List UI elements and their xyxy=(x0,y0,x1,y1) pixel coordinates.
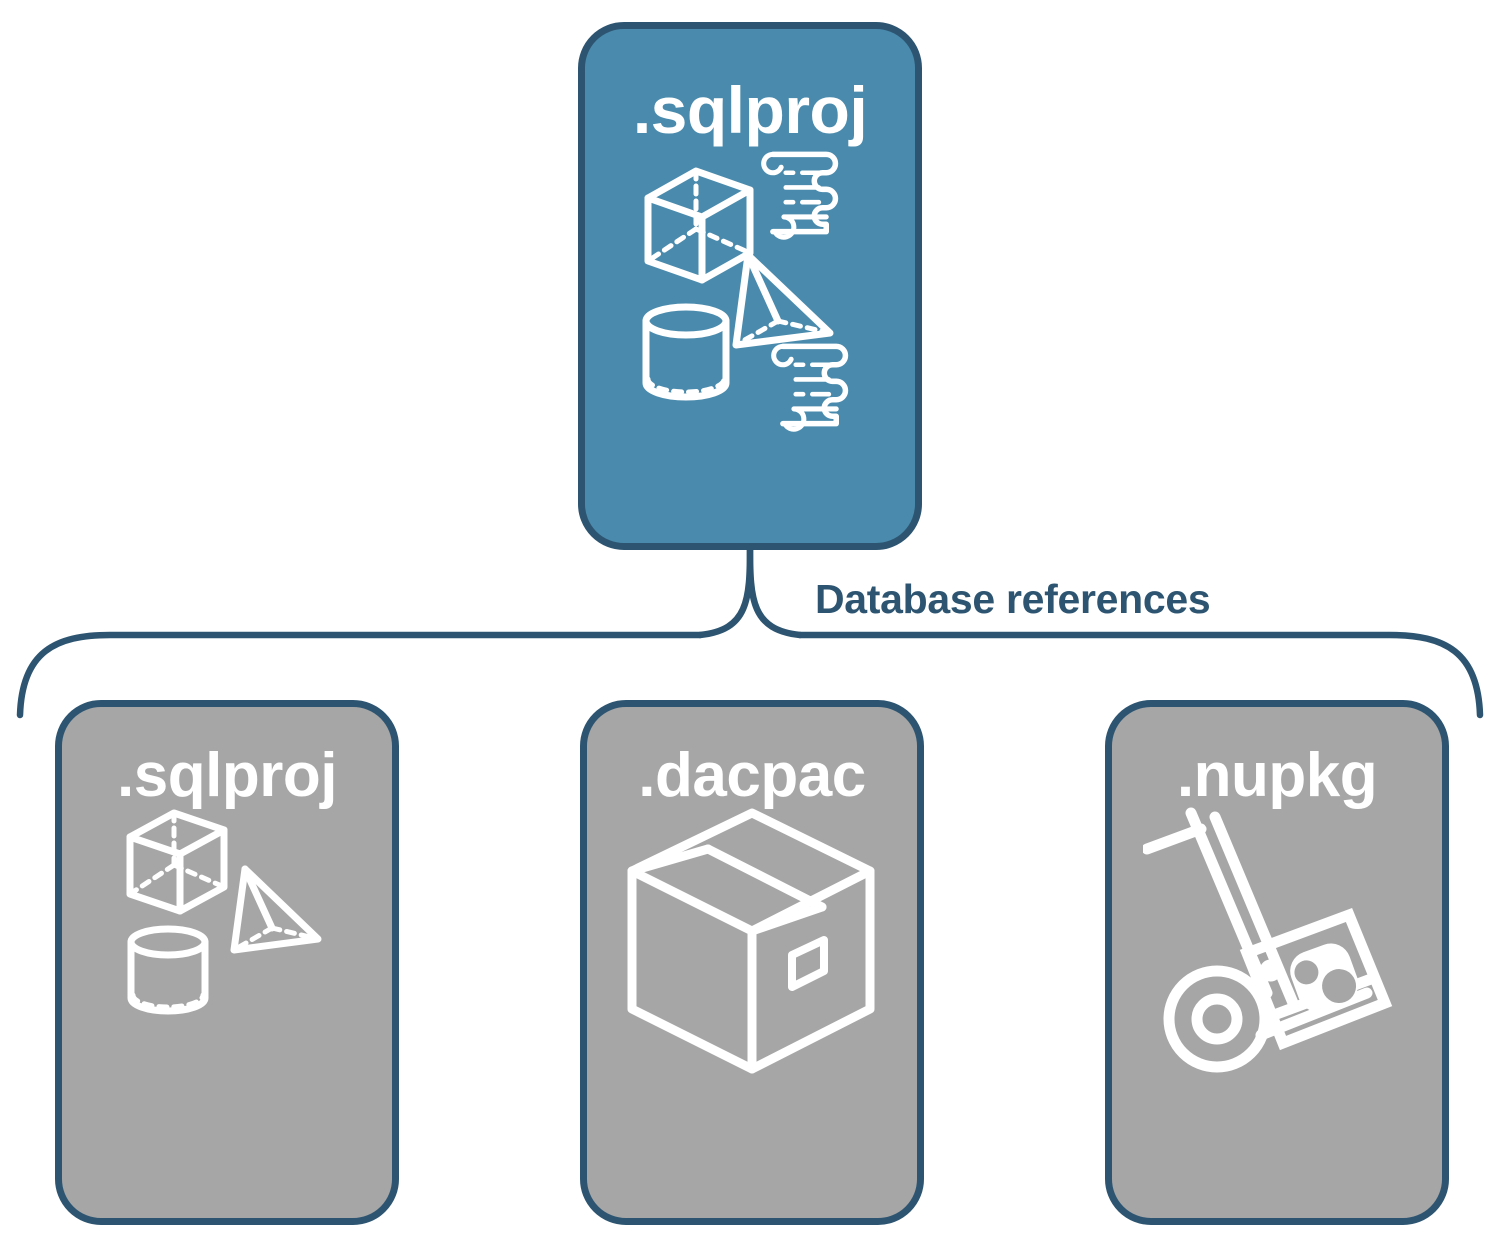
hand-truck-icon xyxy=(1143,807,1377,1073)
scroll-icon xyxy=(771,343,849,432)
node-child-dacpac-artwork xyxy=(587,807,917,1218)
cube-wireframe-icon xyxy=(644,167,754,284)
node-root-label: .sqlproj xyxy=(632,73,868,147)
node-child-nupkg-artwork xyxy=(1112,807,1442,1218)
node-child-dacpac[interactable]: .dacpac xyxy=(580,700,924,1225)
node-root-artwork xyxy=(585,143,915,543)
node-root-sqlproj[interactable]: .sqlproj xyxy=(578,22,922,550)
node-child-nupkg-label: .nupkg xyxy=(1176,741,1378,810)
node-child-nupkg[interactable]: .nupkg xyxy=(1105,700,1449,1225)
scroll-icon xyxy=(761,151,839,240)
node-child-sqlproj-artwork xyxy=(62,807,392,1218)
node-child-dacpac-label: .dacpac xyxy=(638,741,866,810)
node-child-sqlproj[interactable]: .sqlproj xyxy=(55,700,399,1225)
bracket-label: Database references xyxy=(815,576,1211,622)
cylinder-wireframe-icon xyxy=(642,303,730,401)
cube-wireframe-icon xyxy=(126,809,228,915)
cylinder-wireframe-icon xyxy=(127,925,209,1015)
sqlproj-icon-group xyxy=(126,809,322,1015)
root-icon-group xyxy=(642,151,849,432)
shipping-box-icon xyxy=(627,808,875,1074)
nupkg-icon-group xyxy=(1143,807,1393,1073)
nuget-package-icon xyxy=(1239,907,1393,1051)
node-child-sqlproj-label: .sqlproj xyxy=(117,741,337,810)
pyramid-wireframe-icon xyxy=(230,865,322,954)
pyramid-wireframe-icon xyxy=(732,251,834,349)
